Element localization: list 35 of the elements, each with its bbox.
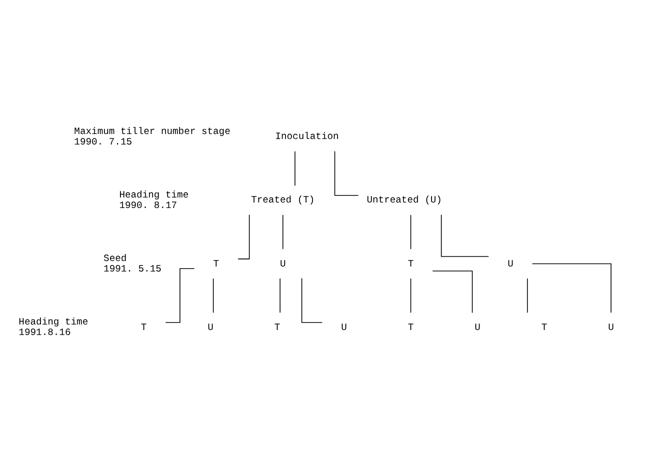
label: Heading time (119, 188, 189, 200)
node-text: T (541, 321, 548, 332)
node-text: U (280, 258, 286, 269)
connector (165, 268, 195, 322)
label: 1991. 5.15 (104, 262, 162, 274)
connector (526, 278, 528, 313)
node-text: T (408, 321, 414, 332)
label: 1990. 8.17 (119, 199, 178, 210)
node-text: U (508, 258, 514, 269)
connector (410, 214, 412, 250)
node-text: T (140, 321, 147, 332)
connector (301, 277, 323, 322)
node-text: U (341, 321, 347, 332)
node-text: T (408, 258, 414, 269)
label: 1991.8.16 (18, 326, 71, 338)
node-text: Treated (T) (251, 194, 315, 206)
label: Seed (104, 252, 127, 264)
connector (532, 262, 612, 312)
connector (410, 278, 412, 313)
connector (334, 150, 359, 196)
connector (294, 150, 296, 186)
node-text: Inoculation (275, 130, 339, 142)
node-text: T (274, 321, 280, 332)
node-text: Untreated (U) (366, 194, 442, 206)
connector (432, 270, 473, 313)
node-text: U (474, 321, 480, 332)
node-text: U (608, 321, 614, 332)
label: 1990. 7.15 (74, 136, 132, 147)
label: Heading time (18, 316, 88, 328)
node-text: T (213, 258, 220, 269)
connector (212, 278, 214, 313)
connector (440, 214, 490, 256)
node-text: U (208, 321, 214, 332)
label: Maximum tiller number stage (74, 125, 230, 136)
connector (282, 214, 284, 250)
